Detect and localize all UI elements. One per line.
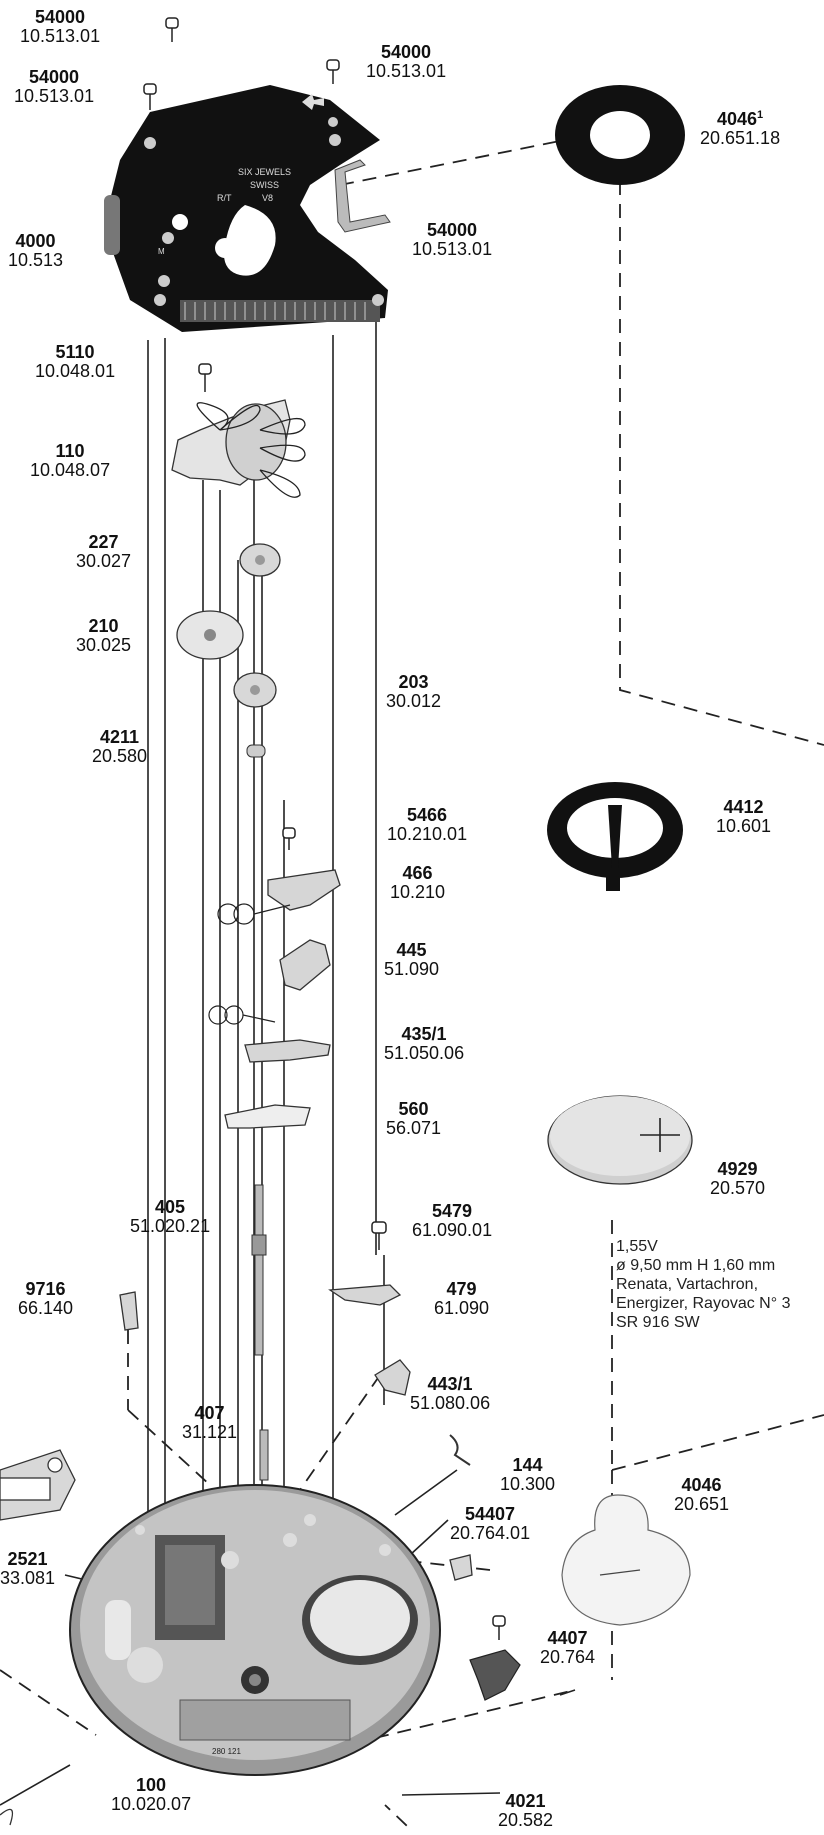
insulating-ring: [555, 85, 685, 185]
bridge-screws: [143, 17, 506, 1640]
battery-specification: 1,55V ø 9,50 mm H 1,60 mm Renata, Vartac…: [616, 1237, 790, 1332]
bridge-engraving-3: V8: [262, 193, 273, 203]
winding-stem: [251, 1184, 269, 1481]
spring-144: [449, 1434, 471, 1466]
battery: [547, 1095, 693, 1185]
arrow-icon: [302, 94, 324, 110]
wheel-210: [176, 610, 244, 660]
bridge-engraving-rt: R/T: [217, 193, 232, 203]
module-plate-loops: [196, 402, 306, 498]
main-plate: 280 121: [69, 1484, 441, 1776]
bridge-engraving-m: M: [158, 247, 165, 256]
levers: [119, 869, 473, 1581]
wheel-227: [239, 543, 281, 577]
bridge-plate: SIX JEWELS SWISS V8 R/T M: [104, 85, 388, 332]
battery-spec-line: 1,55V: [616, 1238, 658, 1255]
battery-spec-line: ø 9,50 mm H 1,60 mm: [616, 1257, 776, 1274]
bridge-engraving-1: SIX JEWELS: [238, 167, 291, 177]
wheel-203: [233, 672, 277, 708]
pinion-4211: [246, 744, 266, 758]
battery-spec-line: Renata, Vartachron,: [616, 1276, 759, 1293]
battery-spec-line: SR 916 SW: [616, 1314, 700, 1331]
lever-loops: [208, 903, 291, 1025]
module-plate: [171, 399, 291, 486]
battery-spec-line: Energizer, Rayovac N° 3: [616, 1295, 791, 1312]
lever-4407: [469, 1649, 521, 1701]
bridge-engraving-2: SWISS: [250, 180, 279, 190]
coil: [547, 782, 683, 891]
insulator: [561, 1494, 691, 1626]
bridge-side-lever: [334, 159, 391, 233]
mainplate-engraving: 280 121: [212, 1747, 241, 1756]
left-edge-parts: [0, 1449, 76, 1826]
